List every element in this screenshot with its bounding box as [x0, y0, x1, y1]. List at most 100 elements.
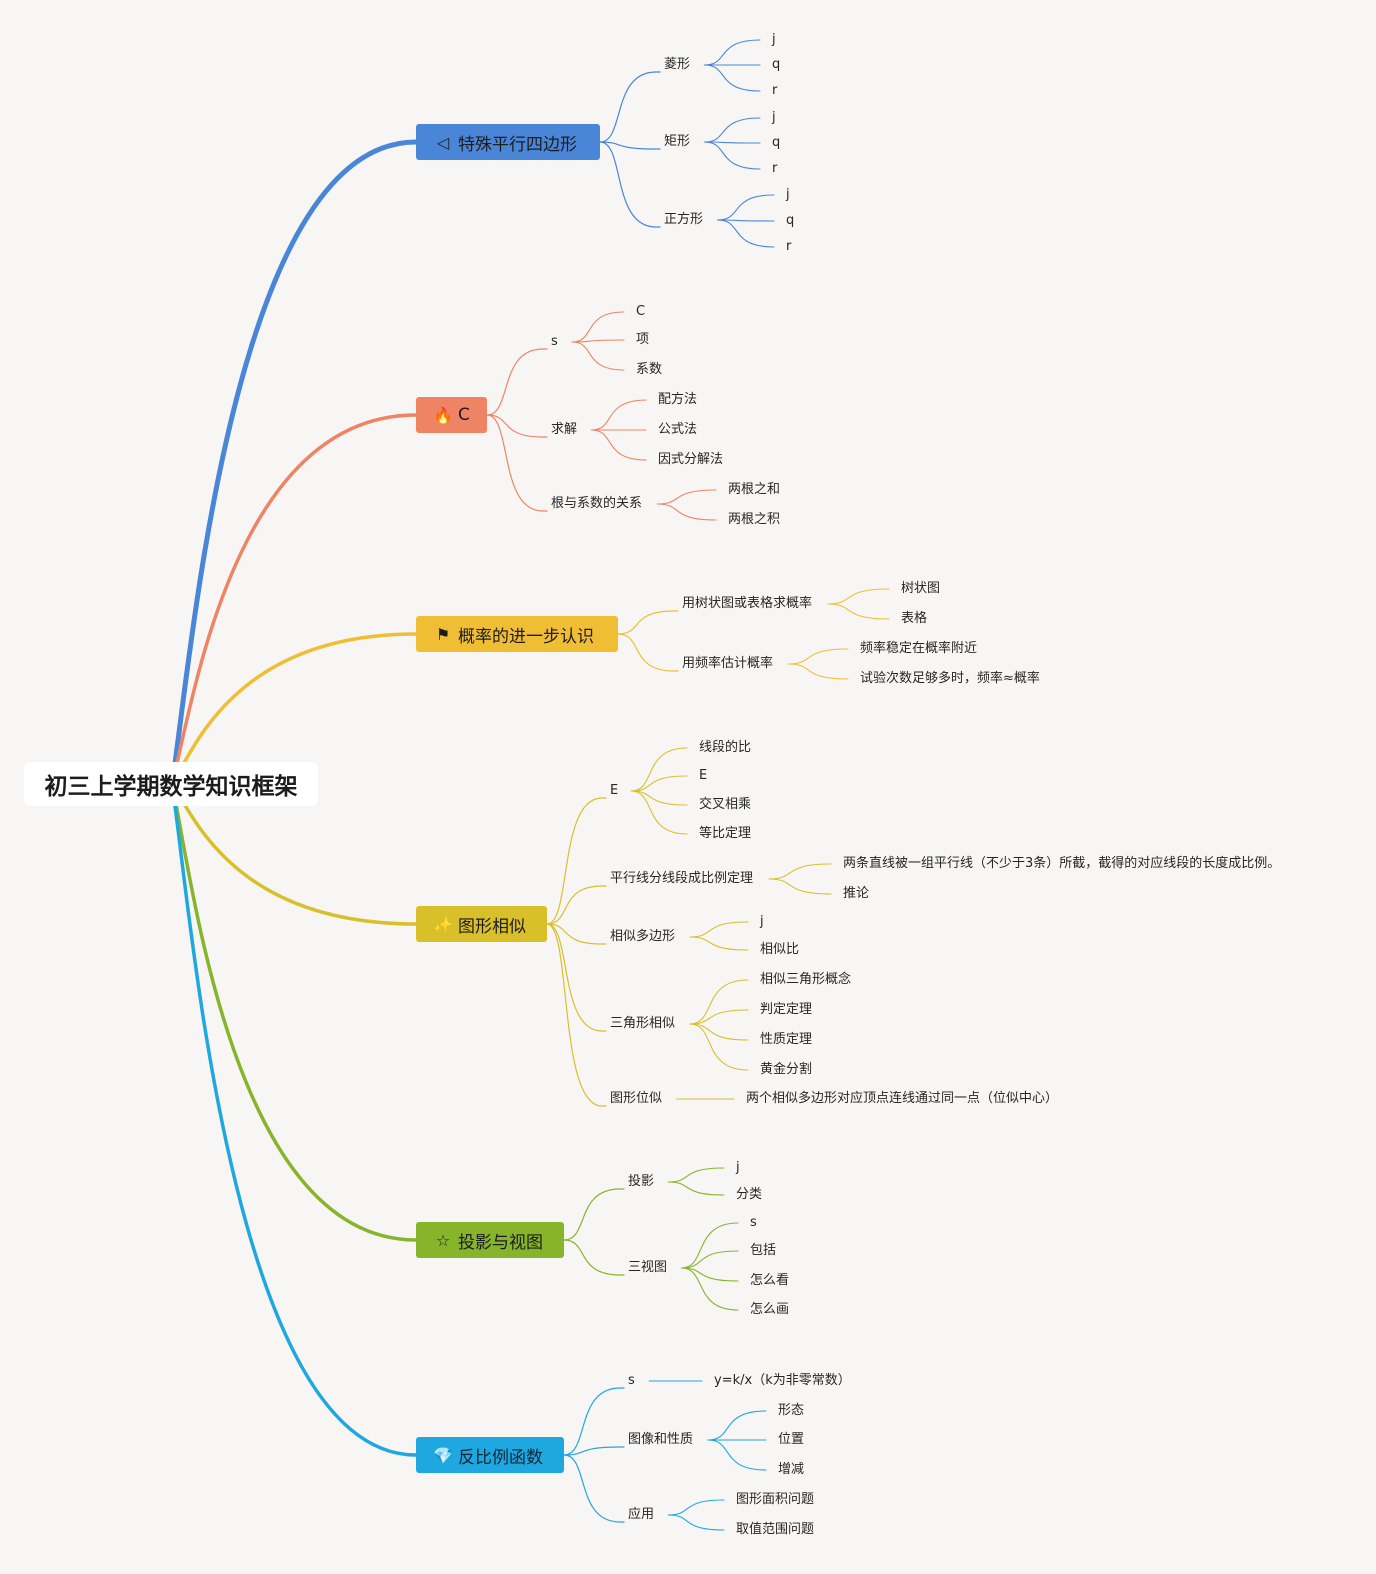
subtopic-label[interactable]: 图像和性质 — [628, 1432, 694, 1447]
leaf-label[interactable]: 推论 — [843, 886, 870, 901]
leaf-connector — [703, 141, 761, 170]
leaf-connector — [703, 141, 761, 144]
leaf-connector — [689, 936, 749, 951]
leaf-label[interactable]: 两个相似多边形对应顶点连线通过同一点（位似中心） — [746, 1091, 1059, 1106]
leaf-label[interactable]: j — [736, 1160, 740, 1175]
leaf-label[interactable]: 相似比 — [760, 942, 800, 957]
leaf-label[interactable]: 树状图 — [901, 581, 941, 596]
leaf-label[interactable]: j — [786, 187, 790, 202]
leaf-label[interactable]: 表格 — [901, 611, 928, 626]
leaf-label[interactable]: E — [699, 768, 708, 783]
subtopic-connector — [563, 1239, 625, 1276]
leaf-label[interactable]: 频率稳定在概率附近 — [860, 641, 978, 656]
subtopic-label[interactable]: 菱形 — [664, 57, 691, 72]
branch-topic-label: C — [458, 405, 470, 425]
subtopic-label[interactable]: 平行线分线段成比例定理 — [610, 871, 754, 886]
leaf-label[interactable]: r — [772, 83, 778, 98]
magic-wand-icon: ✨ — [433, 914, 453, 934]
leaf-label[interactable]: 配方法 — [658, 392, 698, 407]
branch-topic-probability[interactable]: ⚑ 概率的进一步认识 — [416, 616, 618, 652]
leaf-label[interactable]: 试验次数足够多时，频率≈概率 — [860, 671, 1040, 686]
subtopic-label[interactable]: 矩形 — [664, 134, 691, 149]
leaf-connector — [630, 775, 688, 792]
leaf-label[interactable]: r — [772, 161, 778, 176]
branch-topic-inverse-proportion[interactable]: 💎 反比例函数 — [416, 1437, 564, 1473]
leaf-connector — [681, 1267, 739, 1311]
leaf-label[interactable]: 项 — [636, 332, 650, 347]
leaf-connector — [827, 588, 890, 605]
subtopic-label[interactable]: s — [628, 1373, 635, 1388]
leaf-label[interactable]: 怎么看 — [750, 1273, 790, 1288]
leaf-label[interactable]: 性质定理 — [760, 1032, 813, 1047]
subtopic-label[interactable]: 投影 — [628, 1174, 655, 1189]
leaf-label[interactable]: j — [772, 110, 776, 125]
leaf-label[interactable]: 分类 — [736, 1187, 763, 1202]
leaf-label[interactable]: 等比定理 — [699, 826, 752, 841]
subtopic-label[interactable]: 根与系数的关系 — [551, 496, 643, 511]
leaf-label[interactable]: 判定定理 — [760, 1002, 813, 1017]
branch-topic-similar-figures[interactable]: ✨ 图形相似 — [416, 906, 547, 942]
leaf-connector — [630, 747, 688, 792]
leaf-connector — [681, 1222, 739, 1269]
subtopic-label[interactable]: 图形位似 — [610, 1091, 663, 1106]
leaf-label[interactable]: 包括 — [750, 1243, 777, 1258]
leaf-connector — [768, 863, 832, 880]
subtopic-connector — [546, 923, 607, 945]
leaf-label[interactable]: 两根之积 — [728, 512, 781, 527]
leaf-label[interactable]: 图形面积问题 — [736, 1492, 815, 1507]
leaf-label[interactable]: C — [636, 304, 646, 319]
leaf-label[interactable]: q — [772, 57, 781, 72]
leaf-label[interactable]: s — [750, 1215, 757, 1230]
leaf-label[interactable]: 系数 — [636, 362, 663, 377]
leaf-connector — [667, 1181, 725, 1196]
leaf-connector — [768, 878, 832, 895]
leaf-label[interactable]: 线段的比 — [699, 740, 752, 755]
leaf-label[interactable]: 位置 — [778, 1432, 805, 1447]
leaf-label[interactable]: 形态 — [778, 1403, 805, 1418]
subtopic-label[interactable]: 求解 — [551, 422, 578, 437]
leaf-connector — [667, 1499, 725, 1516]
leaf-label[interactable]: 两条直线被一组平行线（不少于3条）所截，截得的对应线段的长度成比例。 — [843, 856, 1281, 871]
leaf-label[interactable]: j — [772, 32, 776, 47]
branch-topic-projection-views[interactable]: ☆ 投影与视图 — [416, 1222, 564, 1258]
subtopic-connector — [617, 610, 679, 635]
subtopic-label[interactable]: 三角形相似 — [610, 1016, 676, 1031]
leaf-label[interactable]: 交叉相乘 — [699, 797, 752, 812]
subtopic-label[interactable]: 正方形 — [664, 212, 704, 227]
branch-topic-special-parallelograms[interactable]: ◁ 特殊平行四边形 — [416, 124, 600, 160]
leaf-connector — [590, 429, 647, 461]
leaf-label[interactable]: j — [760, 914, 764, 929]
subtopic-label[interactable]: 用树状图或表格求概率 — [682, 596, 813, 611]
leaf-label[interactable]: q — [772, 135, 781, 150]
leaf-label[interactable]: 怎么画 — [750, 1302, 790, 1317]
send-icon: ◁ — [436, 132, 450, 152]
subtopic-label[interactable]: 用频率估计概率 — [682, 656, 774, 671]
leaf-label[interactable]: 公式法 — [658, 422, 698, 437]
leaf-label[interactable]: r — [786, 239, 792, 254]
branch-topic-quadratic-equation[interactable]: 🔥 C — [416, 397, 487, 433]
leaf-connector — [787, 648, 849, 665]
leaf-connector — [689, 1023, 749, 1041]
leaf-connector — [717, 194, 775, 221]
leaf-label[interactable]: q — [786, 213, 795, 228]
leaf-label[interactable]: 相似三角形概念 — [760, 972, 852, 987]
leaf-connector — [681, 1250, 739, 1269]
leaf-label[interactable]: 因式分解法 — [658, 452, 724, 467]
root-topic[interactable]: 初三上学期数学知识框架 — [24, 762, 318, 806]
subtopic-label[interactable]: E — [610, 783, 619, 798]
branch-topic-label: 反比例函数 — [458, 1447, 543, 1468]
root-branch-connector — [169, 139, 419, 787]
subtopic-label[interactable]: 应用 — [628, 1507, 655, 1522]
leaf-connector — [689, 979, 749, 1025]
leaf-label[interactable]: 黄金分割 — [760, 1062, 813, 1077]
subtopic-label[interactable]: s — [551, 334, 558, 349]
subtopic-label[interactable]: 三视图 — [628, 1260, 668, 1275]
leaf-connector — [590, 399, 647, 431]
subtopic-connector — [546, 885, 607, 925]
subtopic-label[interactable]: 相似多边形 — [610, 929, 676, 944]
leaf-label[interactable]: 取值范围问题 — [736, 1522, 815, 1537]
leaf-label[interactable]: 增减 — [778, 1462, 805, 1477]
leaf-label[interactable]: y=k/x（k为非零常数） — [714, 1373, 851, 1388]
leaf-label[interactable]: 两根之和 — [728, 482, 781, 497]
